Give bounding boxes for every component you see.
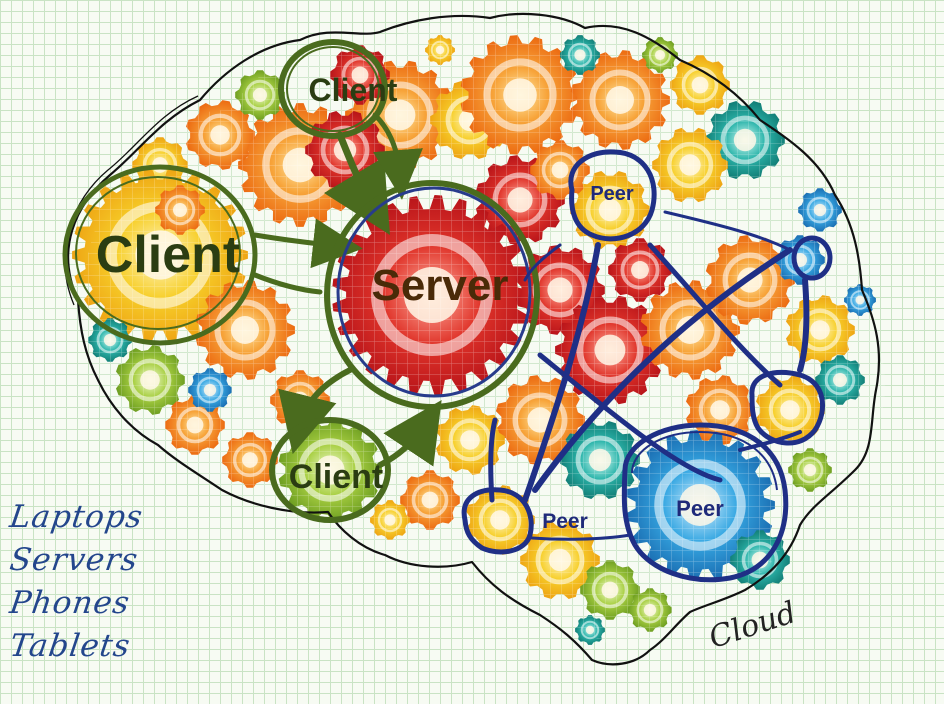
device-item: Servers xyxy=(7,542,141,578)
peer-node-top: Peer xyxy=(568,149,657,242)
peer-node-right-small xyxy=(791,235,833,281)
device-item: Phones xyxy=(7,585,133,621)
client-top-label: Client xyxy=(309,72,398,108)
device-list: Laptops Servers Phones Tablets xyxy=(7,496,190,668)
device-item: Tablets xyxy=(7,628,133,664)
device-item: Laptops xyxy=(7,499,146,535)
peer-node-right-mid xyxy=(749,369,825,446)
server-node: Server xyxy=(324,180,540,410)
client-server-links xyxy=(252,112,442,468)
client-node-bottom: Client xyxy=(269,417,391,523)
client-bottom-label: Client xyxy=(289,458,383,496)
peer-node-bottom-left: Peer xyxy=(461,487,588,555)
peer-mesh-links xyxy=(488,210,810,541)
client-node-left: Client xyxy=(62,164,258,346)
peer-bottom-right-label: Peer xyxy=(676,496,724,521)
client-left-label: Client xyxy=(96,226,240,284)
client-node-top: Client xyxy=(278,39,398,139)
server-label: Server xyxy=(371,261,508,310)
peer-top-label: Peer xyxy=(590,183,634,205)
peer-bottom-left-label: Peer xyxy=(542,510,588,533)
peer-node-bottom-right: Peer xyxy=(621,422,789,583)
